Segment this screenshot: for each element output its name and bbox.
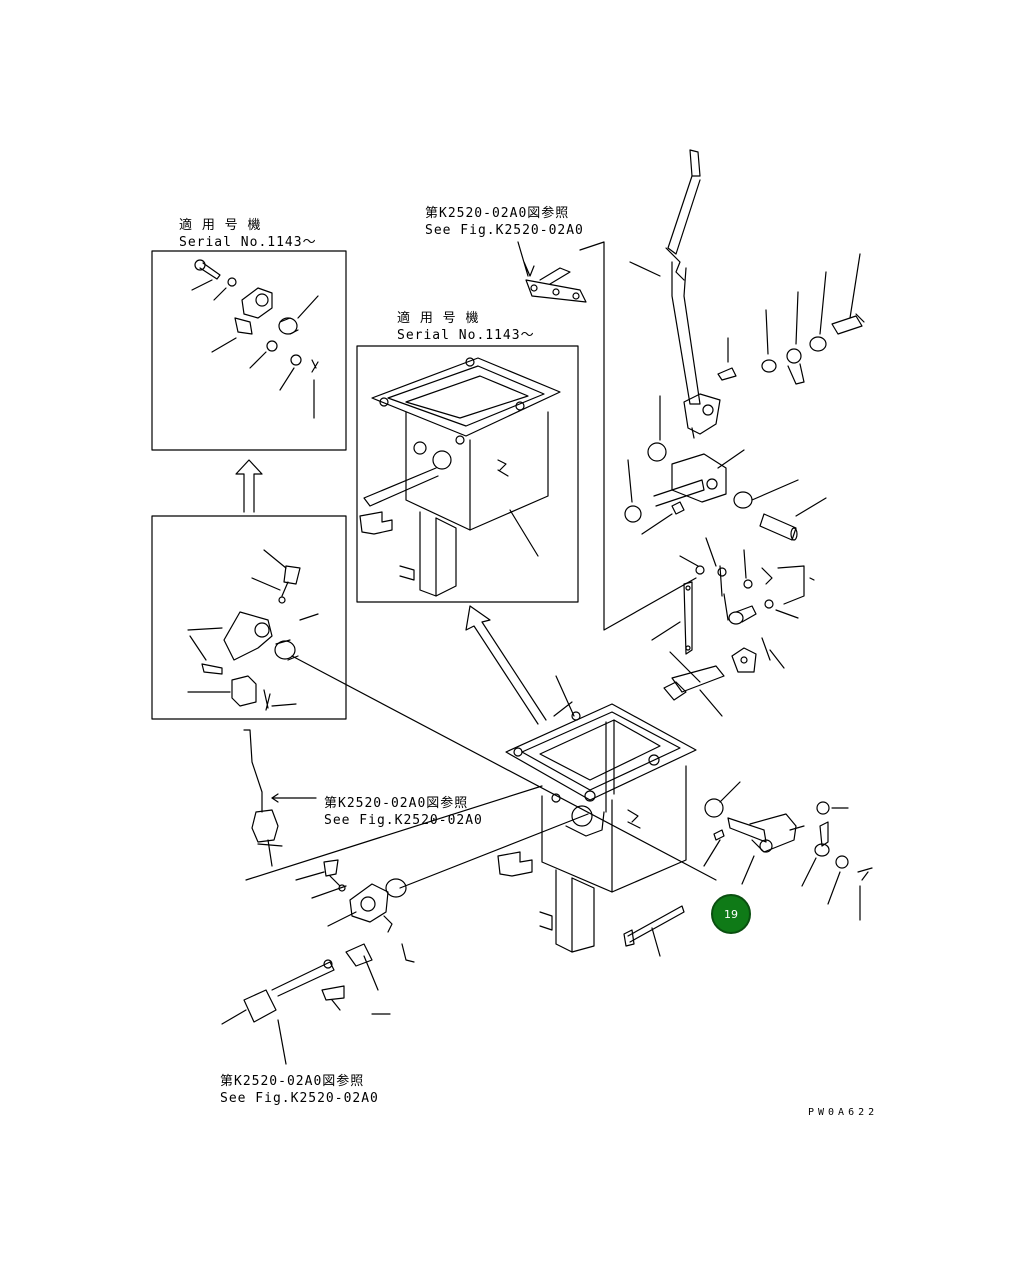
callout-marker-19[interactable]: 19 (711, 894, 751, 934)
bushing-part (278, 317, 299, 335)
cable-top (243, 729, 317, 867)
bushing-part-4 (704, 798, 724, 818)
ref-top-label-en: See Fig.K2520-02A0 (425, 223, 584, 238)
lever-arm (359, 467, 439, 535)
rod-end-part (786, 348, 805, 385)
long-bolt (623, 905, 685, 957)
nut-part-2 (290, 354, 302, 366)
lever-part (223, 611, 273, 661)
ref-mid-label-en: See Fig.K2520-02A0 (324, 813, 483, 828)
cable-bottom (221, 959, 335, 1065)
nut-part (266, 340, 278, 352)
inset-center-title-jp: 適 用 号 機 (397, 311, 480, 326)
link-rod (651, 581, 701, 683)
block-part (231, 675, 257, 707)
bushing-part (647, 442, 667, 462)
bolt-part (281, 565, 301, 597)
bolt-part (194, 259, 221, 280)
callout-number: 19 (724, 907, 738, 921)
inset-top-left-title-jp: 適 用 号 機 (179, 218, 262, 233)
stand-legs (399, 511, 457, 597)
bushing-part (274, 639, 299, 661)
inset-center-title-en: Serial No.1143～ (397, 328, 535, 343)
housing-top (371, 357, 561, 531)
lever-pin-part (727, 813, 805, 853)
washer-part-2 (809, 336, 827, 352)
bolt-part-top (831, 313, 865, 335)
lever-assembly-bottom (295, 859, 415, 1015)
ref-top-label-jp: 第K2520-02A0図参照 (425, 206, 570, 221)
pin-part-long (759, 513, 798, 541)
up-arrow (235, 459, 263, 513)
washer-part (761, 359, 777, 373)
bracket-part (234, 287, 273, 335)
bracket-plate (731, 647, 757, 673)
main-stand (497, 851, 595, 953)
inset-box-center (356, 345, 579, 603)
ref-top-part (517, 241, 697, 631)
bushing-part-2 (733, 491, 753, 509)
inset-box-mid-left (151, 515, 347, 720)
rod-end-part-2 (801, 801, 849, 887)
inset-box-top-left (151, 250, 347, 451)
main-housing (505, 675, 697, 893)
ref-bottom-label-en: See Fig.K2520-02A0 (220, 1091, 379, 1106)
ref-mid-label-jp: 第K2520-02A0図参照 (324, 796, 469, 811)
bushing-part-3 (624, 505, 642, 523)
drawing-code: PW0A622 (808, 1107, 879, 1118)
pin-part (717, 367, 737, 381)
inset-top-left-title-en: Serial No.1143～ (179, 235, 317, 250)
shift-lever (629, 149, 721, 439)
washer-part (227, 277, 237, 287)
yoke-part (653, 453, 727, 507)
diagonal-arrow (465, 605, 547, 725)
collar-part (728, 605, 757, 625)
ref-bottom-label-jp: 第K2520-02A0図参照 (220, 1074, 365, 1089)
nut-part-3 (835, 855, 849, 869)
